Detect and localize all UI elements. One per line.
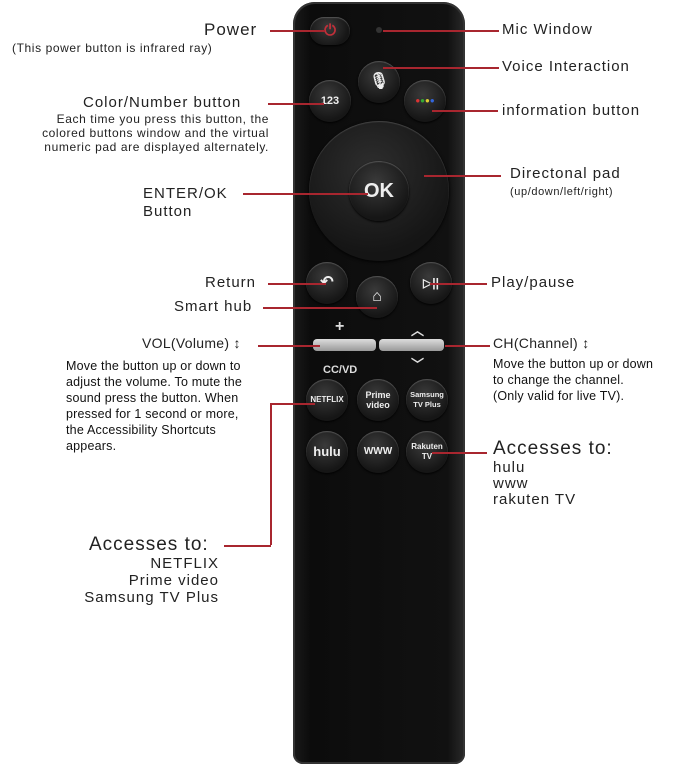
- ok-button: OK: [349, 161, 409, 221]
- info-button: ●●●●: [404, 80, 446, 122]
- prime-video-button: Prime video: [357, 379, 399, 421]
- samsung-tv-plus-button: Samsung TV Plus: [406, 379, 448, 421]
- smart-hub-leader: [263, 307, 377, 309]
- chevron-up-icon: ︿: [411, 323, 425, 338]
- vol-note-line: the Accessibility Shortcuts: [66, 423, 216, 437]
- mic-window: [376, 27, 382, 33]
- access-right-item: www: [493, 475, 529, 492]
- vol-leader: [258, 345, 320, 347]
- power-label: Power: [204, 20, 258, 39]
- ccvd-label: CC/VD: [323, 364, 358, 376]
- vol-note-line: pressed for 1 second or more,: [66, 407, 239, 421]
- rakuten-leader: [432, 452, 487, 454]
- netflix-button: NETFLIX: [306, 379, 348, 421]
- color-number-note-1: Each time you press this button, the: [56, 112, 269, 126]
- netflix-leader-h: [270, 403, 315, 405]
- power-leader: [270, 30, 325, 32]
- color-number-leader: [268, 103, 324, 105]
- ch-label: CH(Channel) ↕: [493, 335, 590, 351]
- ch-note-line: Move the button up or down: [493, 357, 654, 371]
- rakuten-button: Rakuten TV: [406, 431, 448, 473]
- home-button: ⌂: [356, 276, 398, 318]
- dpad-note: (up/down/left/right): [510, 186, 614, 198]
- netflix-leader-v: [270, 403, 272, 545]
- enter-label-2: Button: [143, 203, 193, 220]
- return-leader: [268, 283, 326, 285]
- info-label: information button: [502, 102, 641, 119]
- return-label: Return: [205, 274, 257, 291]
- dpad-leader: [424, 175, 501, 177]
- info-leader: [432, 110, 498, 112]
- color-number-label: Color/Number button: [83, 94, 242, 111]
- access-right-title: Accesses to:: [493, 438, 613, 459]
- enter-leader: [243, 193, 368, 195]
- power-note: (This power button is infrared ray): [12, 41, 213, 55]
- play-leader: [430, 283, 487, 285]
- access-left-item: NETFLIX: [150, 555, 219, 572]
- color-number-button: 123: [309, 80, 351, 122]
- mic-window-label: Mic Window: [502, 21, 593, 38]
- color-number-note-2: colored buttons window and the virtual: [42, 126, 269, 140]
- ch-title: CH(Channel): [493, 335, 578, 351]
- vol-label: VOL(Volume) ↕: [142, 335, 241, 351]
- netflix-leader-end: [224, 545, 271, 547]
- play-pause-label: Play/pause: [491, 274, 576, 291]
- access-left-item: Samsung TV Plus: [84, 589, 219, 606]
- ch-note-line: (Only valid for live TV).: [493, 389, 625, 403]
- enter-label-1: ENTER/OK: [143, 185, 228, 202]
- channel-rocker: [379, 339, 444, 351]
- vol-title: VOL(Volume): [142, 335, 230, 351]
- access-right-item: hulu: [493, 459, 526, 476]
- vol-note-line: adjust the volume. To mute the: [66, 375, 243, 389]
- volume-rocker: [313, 339, 376, 351]
- hulu-button: hulu: [306, 431, 348, 473]
- mic-leader: [383, 30, 499, 32]
- up-down-arrow-icon: ↕: [582, 335, 590, 351]
- dpad-label: Directonal pad: [510, 165, 621, 182]
- chevron-down-icon: ﹀: [411, 357, 425, 372]
- vol-note: Move the button up or down to adjust the…: [66, 358, 242, 454]
- vol-note-line: Move the button up or down to: [66, 359, 241, 373]
- access-right-item: rakuten TV: [493, 491, 577, 508]
- vol-note-line: sound press the button. When: [66, 391, 239, 405]
- smart-hub-label: Smart hub: [174, 298, 253, 315]
- plus-icon: +: [335, 318, 345, 335]
- up-down-arrow-icon: ↕: [233, 335, 241, 351]
- access-left-title: Accesses to:: [89, 534, 209, 555]
- ch-note-line: to change the channel.: [493, 373, 624, 387]
- ch-leader: [445, 345, 490, 347]
- www-button: WWW: [357, 431, 399, 473]
- voice-label: Voice Interaction: [502, 58, 630, 75]
- voice-leader: [383, 67, 499, 69]
- ch-note: Move the button up or down to change the…: [493, 356, 653, 404]
- access-left-item: Prime video: [128, 572, 219, 589]
- vol-note-line: appears.: [66, 439, 117, 453]
- color-number-note-3: numeric pad are displayed alternately.: [44, 140, 269, 154]
